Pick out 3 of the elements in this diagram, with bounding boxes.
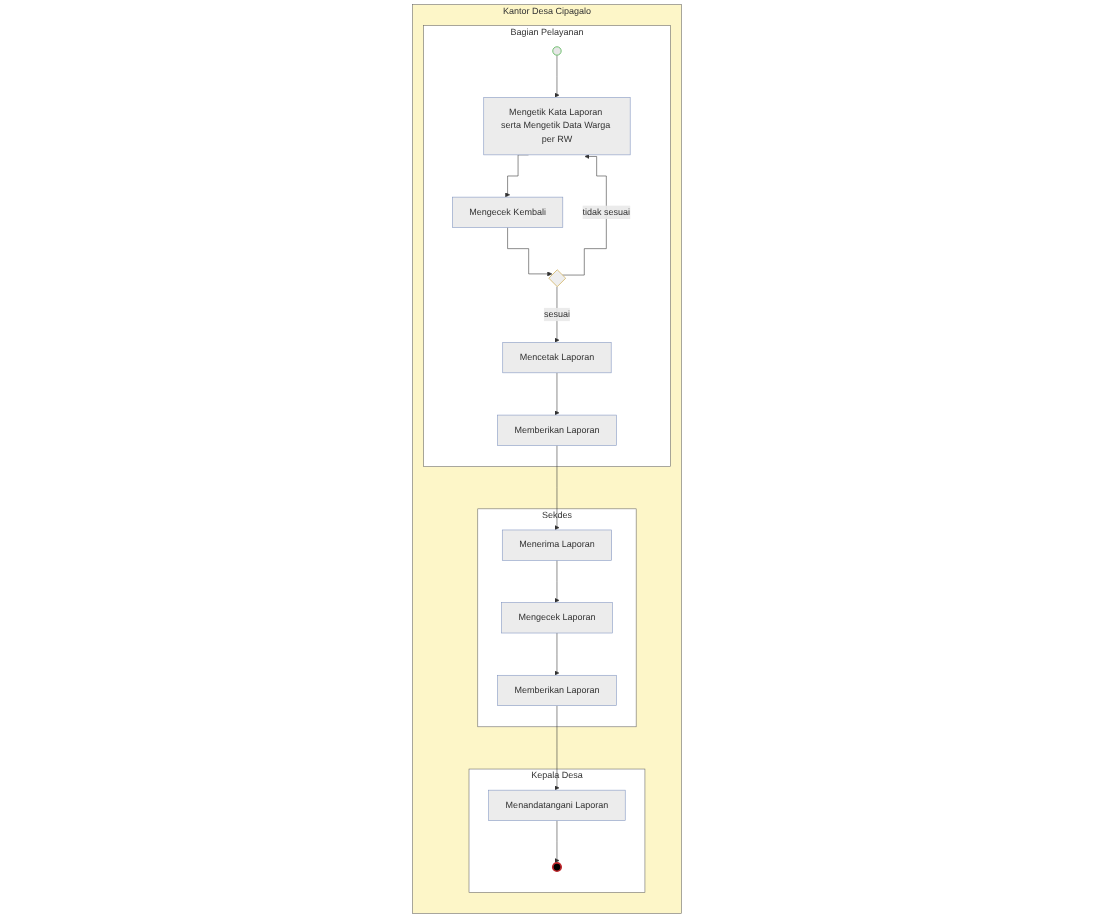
- node-circle: [551, 861, 563, 873]
- node-circle: [552, 46, 562, 56]
- node-diamond: [548, 269, 567, 288]
